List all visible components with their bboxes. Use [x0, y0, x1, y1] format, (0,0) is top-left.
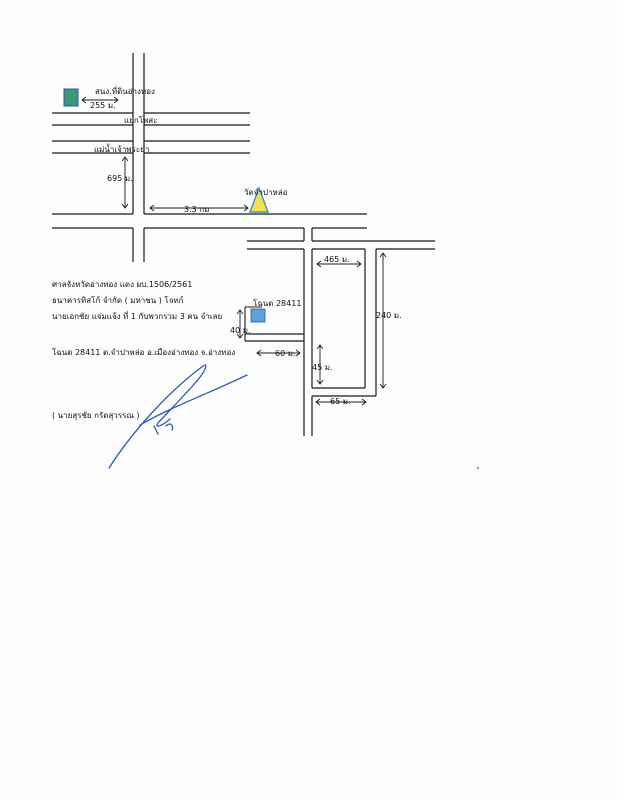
- land-office-label: สนง.ที่ดินอ่างทอง: [95, 85, 155, 96]
- temple-marker: [248, 186, 270, 213]
- distance-65-label: 65 ม.: [330, 397, 351, 406]
- defendant-line: นายเอกชัย แจ่มแจ้ง ที่ 1 กับพวกรวม 3 คน …: [52, 310, 222, 321]
- distance-255-label: 255 ม.: [90, 101, 116, 110]
- plot-outline: [244, 306, 262, 341]
- distance-40-label: 40 ม.: [230, 326, 251, 335]
- deed-location-line: โฉนด 28411 ต.จำปาหล่อ อ.เมืองอ่างทอง จ.อ…: [52, 347, 235, 357]
- plaintiff-line: ธนาคารทิสโก้ จำกัด ( มหาชน ) โจทก์: [52, 295, 184, 305]
- plot-label: โฉนด 28411: [253, 298, 301, 308]
- court-case-line: ศาลจังหวัดอ่างทอง แดง ผบ.1506/2561: [52, 280, 192, 289]
- distance-60-label: 60 ม.: [275, 349, 296, 358]
- signatory-name: ( นายสุรชัย กรัดสุวรรณ ): [52, 411, 140, 420]
- dimension-lines: [81, 96, 387, 406]
- stray-mark: [476, 466, 480, 470]
- distance-3-3-km-label: 3.3 กม: [184, 205, 209, 214]
- distance-45-label: 45 ม.: [312, 363, 333, 372]
- distance-240-label: 240 ม.: [376, 311, 402, 320]
- distance-465-label: 465 ม.: [324, 255, 350, 264]
- junction-label: แยกโพสะ: [124, 115, 157, 125]
- land-office-marker: [63, 88, 79, 107]
- handwritten-signature: [108, 364, 248, 469]
- river-label: แม่น้ำเจ้าพระยา: [94, 143, 149, 154]
- plot-marker: [250, 308, 266, 323]
- distance-695-label: 695 ม.: [107, 174, 133, 183]
- road-network: [52, 53, 435, 436]
- temple-label: วัดจำปาหล่อ: [244, 188, 288, 197]
